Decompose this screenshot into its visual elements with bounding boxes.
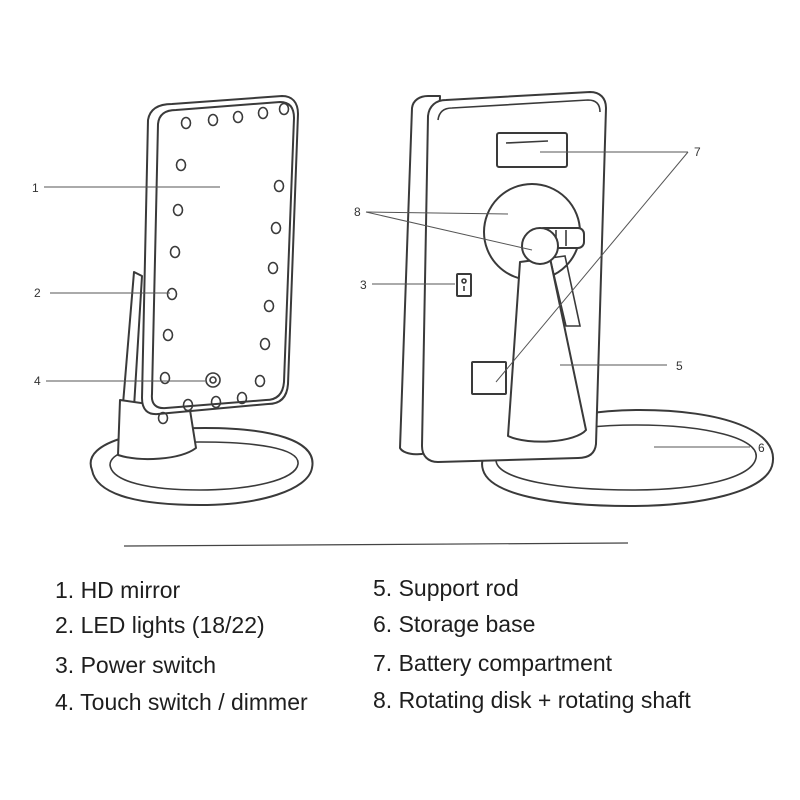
led-light [172, 203, 184, 217]
battery-compartment [496, 132, 568, 168]
led-light [182, 398, 194, 412]
callout-1: 1 [32, 181, 39, 195]
legend-item-7: 7. Battery compartment [373, 650, 613, 676]
front-neck [117, 399, 197, 461]
legend-item-4: 4. Touch switch / dimmer [55, 689, 308, 715]
front-view-mirror [89, 95, 314, 506]
led-light [267, 261, 279, 275]
legend-item-3: 3. Power switch [55, 652, 217, 678]
led-light [180, 116, 192, 130]
led-light [273, 179, 285, 193]
callout-2: 2 [34, 286, 41, 300]
led-light [278, 102, 290, 116]
legend-item-1: 1. HD mirror [55, 577, 181, 603]
legend-item-5: 5. Support rod [373, 575, 519, 601]
led-lights [157, 102, 290, 425]
led-light [207, 113, 219, 127]
leader-lines [44, 151, 750, 448]
rotating-shaft [521, 227, 585, 265]
touch-switch-icon [205, 372, 221, 388]
led-light [210, 395, 222, 409]
back-label-plate [471, 361, 507, 395]
led-light [159, 371, 171, 385]
callout-labels: 1 2 4 3 8 7 5 6 [32, 145, 765, 455]
led-light [263, 299, 275, 313]
callout-3: 3 [360, 278, 367, 292]
support-rod [507, 257, 587, 443]
callout-4: 4 [34, 374, 41, 388]
callout-5: 5 [676, 359, 683, 373]
callout-6: 6 [758, 441, 765, 455]
led-light [175, 158, 187, 172]
divider-line [123, 542, 629, 547]
led-light [257, 106, 269, 120]
led-light [254, 374, 266, 388]
legend-item-6: 6. Storage base [373, 611, 536, 637]
led-light [236, 391, 248, 405]
led-light [169, 245, 181, 259]
led-light [157, 411, 169, 425]
front-mirror-glass [150, 101, 295, 410]
led-light [259, 337, 271, 351]
callout-8: 8 [354, 205, 361, 219]
led-light [232, 110, 244, 124]
back-view-mirror [399, 91, 775, 507]
led-light [270, 221, 282, 235]
callout-7: 7 [694, 145, 701, 159]
led-light [166, 287, 178, 301]
power-switch-icon [456, 273, 472, 297]
legend-item-8: 8. Rotating disk + rotating shaft [373, 687, 691, 713]
legend-item-2: 2. LED lights (18/22) [55, 612, 265, 638]
led-light [162, 328, 174, 342]
